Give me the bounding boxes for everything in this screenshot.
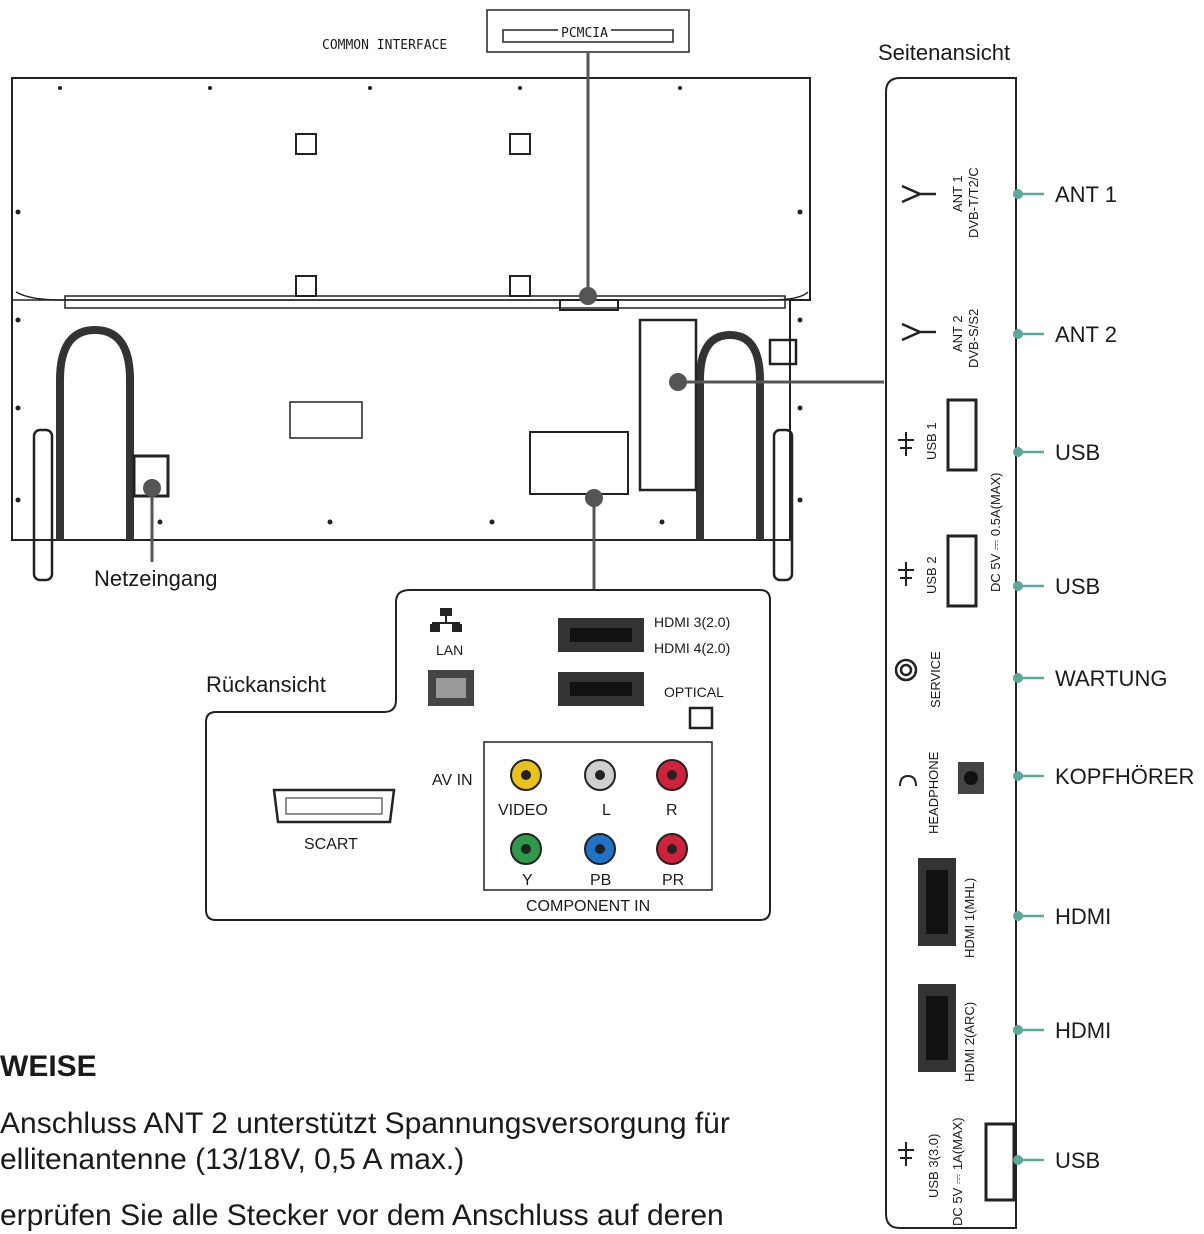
common-interface-label: COMMON INTERFACE [322, 38, 448, 53]
ant2-port-label: ANT 2 [950, 315, 965, 352]
video-label: VIDEO [496, 802, 550, 820]
side-callout-dots [1013, 189, 1023, 1165]
usb2-label: USB 2 [924, 556, 939, 594]
y-label: Y [522, 872, 533, 889]
headphone-port [958, 762, 984, 794]
hdmi3-label: HDMI 3(2.0) [654, 614, 731, 630]
rear-panel-outline [205, 589, 771, 921]
scart-label: SCART [304, 836, 358, 853]
av-block [483, 741, 713, 891]
headphone-icon [899, 774, 917, 787]
notes-line-2: ellitenantenne (13/18V, 0,5 A max.) [0, 1143, 465, 1176]
callout-dots [143, 287, 687, 507]
lan-label: LAN [436, 642, 464, 658]
hdmi1-label: HDMI 1(MHL) [962, 877, 977, 958]
side-label-hdmi-1: HDMI [1055, 904, 1112, 929]
r-label: R [666, 802, 678, 819]
side-label-usb-2: USB [1055, 574, 1101, 599]
side-panel-outline [885, 77, 1017, 1229]
side-label-hdmi-2: HDMI [1055, 1018, 1112, 1043]
av-in-label: AV IN [432, 772, 473, 789]
side-label-usb-1: USB [1055, 440, 1101, 465]
side-label-service: WARTUNG [1055, 666, 1168, 691]
usb1-label: USB 1 [924, 422, 939, 460]
antenna-icons [901, 184, 936, 342]
usb3-label: USB 3(3.0) [926, 1133, 941, 1198]
usb3-power-label: DC 5V ⎓ 1A(MAX) [950, 1117, 965, 1226]
side-hdmi-ports [918, 858, 956, 1072]
scart-port [272, 788, 396, 824]
headphone-label: HEADPHONE [926, 751, 941, 834]
notes-title: WEISE [0, 1050, 97, 1083]
usb-icons [898, 432, 914, 1166]
lan-icon [430, 608, 462, 632]
notes-line-1: Anschluss ANT 2 unterstützt Spannungsver… [0, 1107, 730, 1140]
service-label: SERVICE [928, 651, 943, 708]
callout-lines [150, 52, 884, 590]
power-in-label: Netzeingang [94, 566, 218, 591]
pr-label: PR [662, 872, 685, 889]
ant2-standard-label: DVB-S/S2 [966, 308, 981, 368]
hdmi4-label: HDMI 4(2.0) [654, 640, 731, 656]
notes-line-3: erprüfen Sie alle Stecker vor dem Anschl… [0, 1199, 724, 1232]
optical-label: OPTICAL [664, 684, 724, 700]
rear-view-title: Rückansicht [206, 672, 326, 697]
pb-label: PB [590, 872, 612, 889]
hdmi2-label: HDMI 2(ARC) [962, 1001, 977, 1082]
side-label-ant1: ANT 1 [1055, 182, 1117, 207]
side-label-ant2: ANT 2 [1055, 322, 1117, 347]
side-label-usb-3: USB [1055, 1148, 1101, 1173]
component-in-label: COMPONENT IN [526, 898, 651, 915]
rca-jacks [510, 759, 688, 865]
usb-power-label: DC 5V ⎓ 0.5A(MAX) [988, 472, 1003, 592]
tv-rear [11, 77, 811, 582]
ant1-port-label: ANT 1 [950, 175, 965, 212]
tv-dots [15, 86, 803, 525]
pcmcia-label: PCMCIA [558, 26, 611, 41]
l-label: L [602, 802, 611, 819]
optical-port [688, 706, 714, 730]
side-label-headphone: KOPFHÖRER [1055, 764, 1195, 789]
side-usb-ports [946, 398, 1016, 1202]
side-view-title: Seitenansicht [878, 40, 1011, 65]
ant1-standard-label: DVB-T/T2/C [966, 167, 981, 238]
service-port [894, 658, 918, 682]
